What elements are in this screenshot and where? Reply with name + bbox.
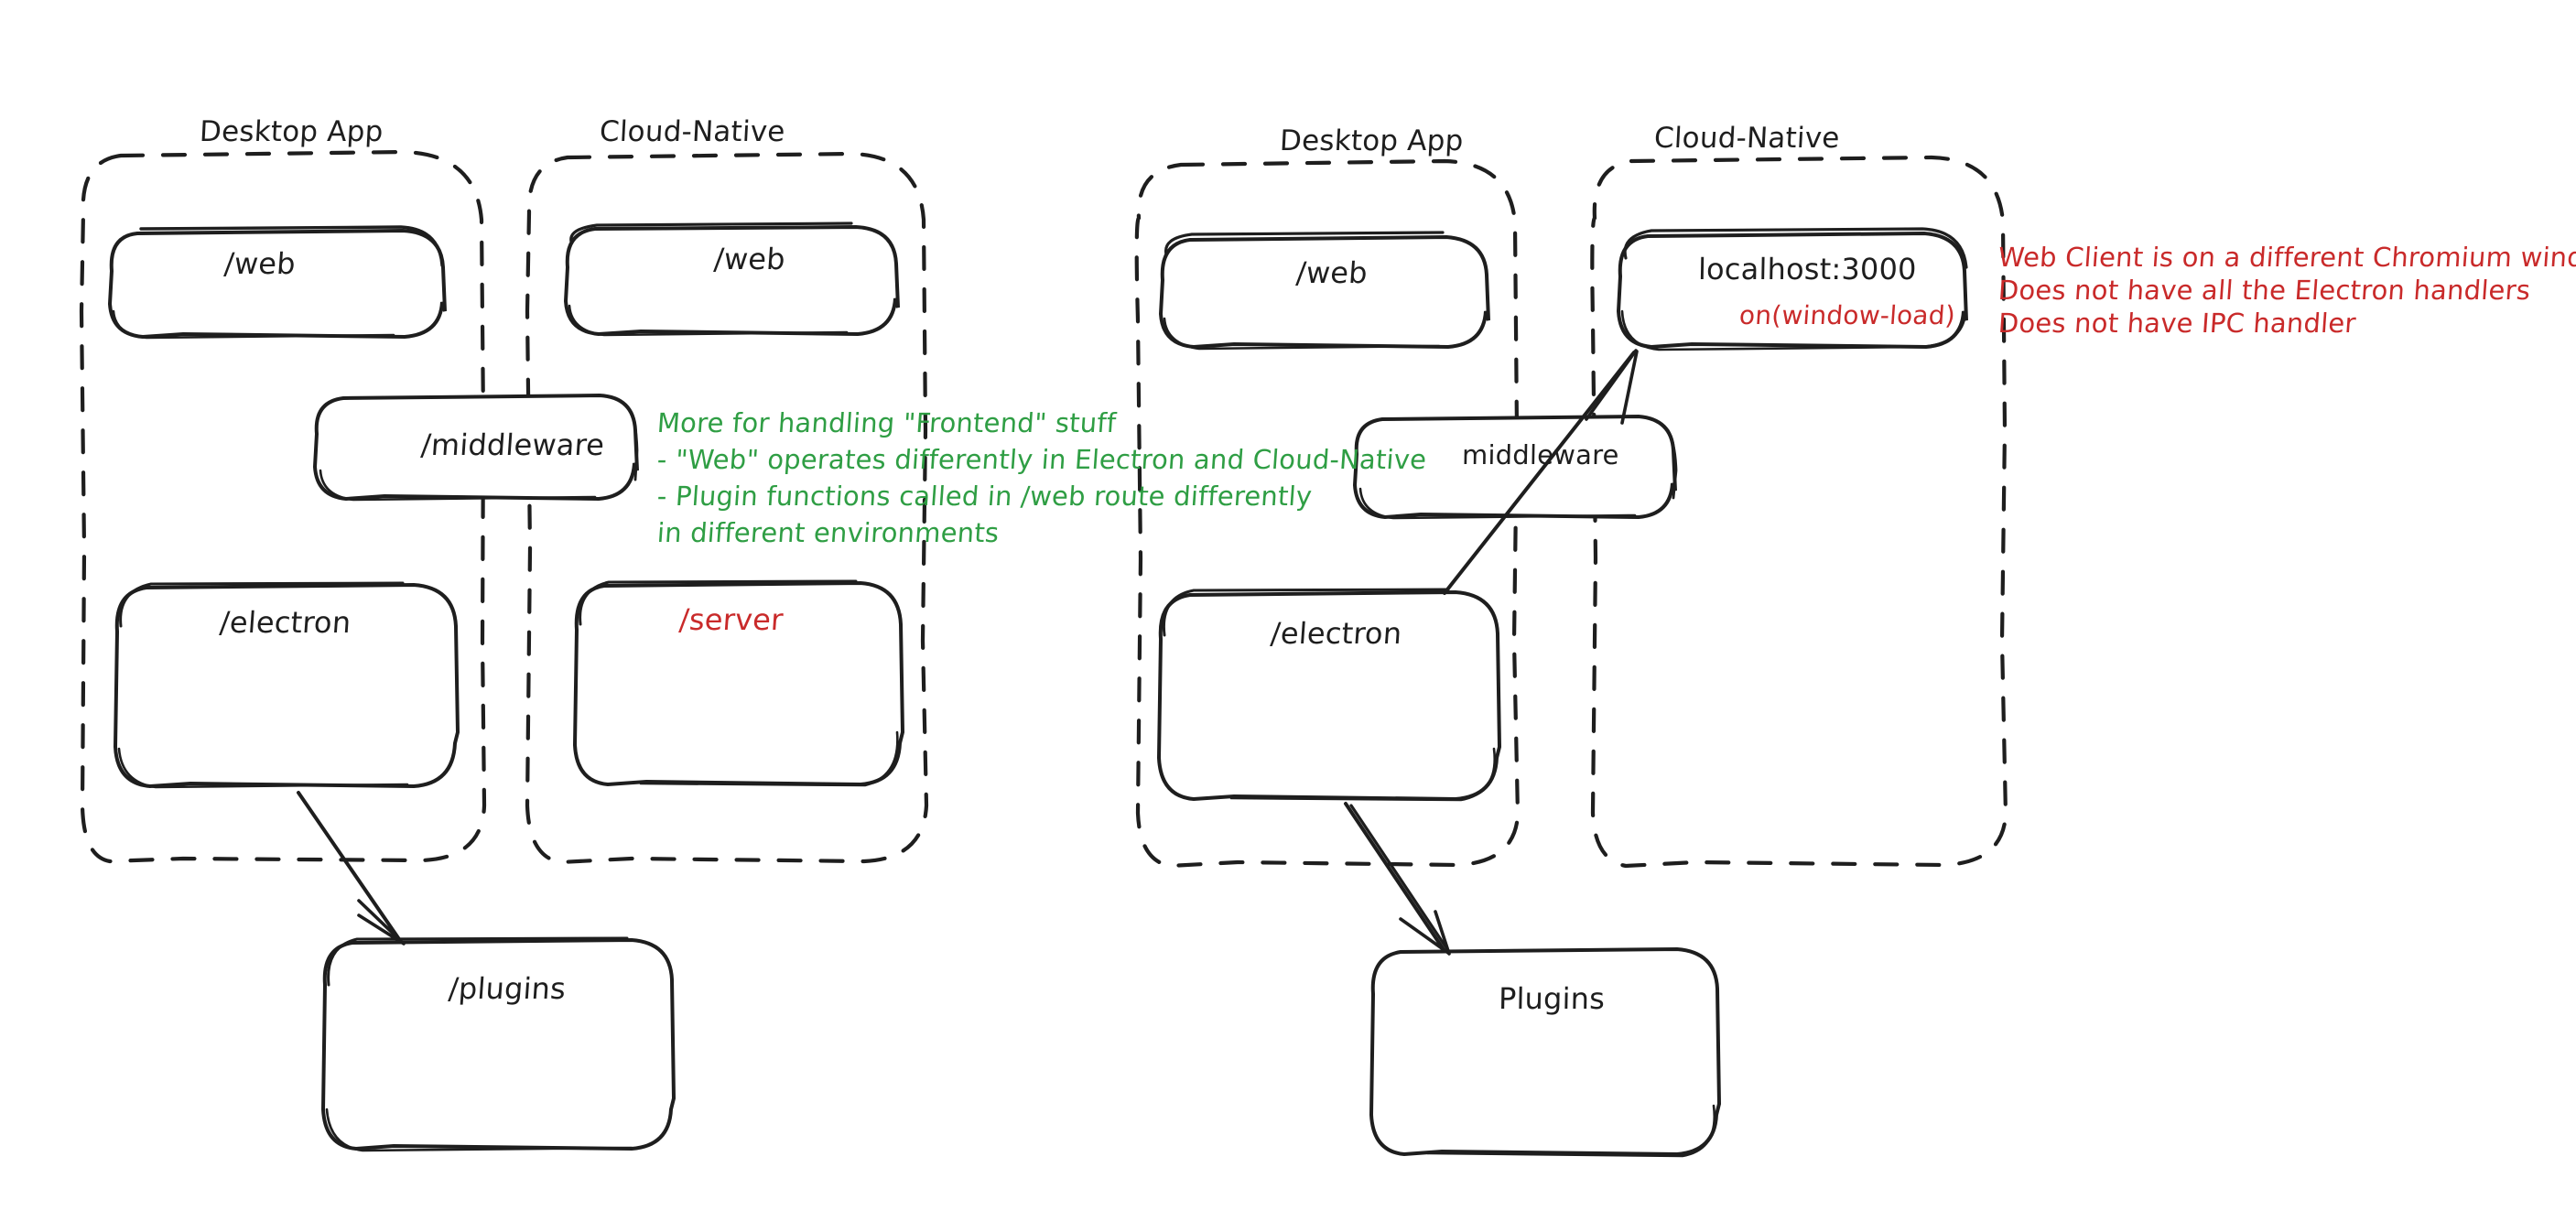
annotation-line-red-3: Does not have IPC handler (1997, 308, 2357, 339)
annotation-line-red-1: Web Client is on a different Chromium wi… (1997, 242, 2576, 273)
node-sublabel-right-cloud-localhost-onwindowload: on(window-load) (1737, 300, 1957, 330)
node-box-left-desktop-electron[interactable] (113, 581, 460, 789)
node-label-left-cloud-server: /server (677, 602, 785, 637)
node-box-right-middleware[interactable] (1352, 414, 1678, 520)
group-boundary-left-desktop (79, 149, 487, 864)
arrow-right-electron-to-localhost (1443, 349, 1639, 595)
node-label-left-cloud-web: /web (712, 242, 787, 276)
node-box-right-desktop-web[interactable] (1158, 231, 1490, 351)
node-box-left-cloud-server[interactable] (572, 579, 905, 787)
node-label-right-cloud-localhost: localhost:3000 (1697, 252, 1918, 286)
node-label-right-middleware: middleware (1461, 439, 1619, 470)
node-label-left-plugins: /plugins (447, 971, 568, 1006)
node-box-right-cloud-localhost[interactable] (1616, 227, 1968, 351)
node-label-left-desktop-web: /web (222, 246, 298, 281)
node-label-right-desktop-electron: /electron (1269, 616, 1403, 651)
annotation-line-red-2: Does not have all the Electron handlers (1997, 275, 2532, 306)
arrow-right-electron-to-plugins (1344, 802, 1451, 956)
group-boundary-right-desktop (1134, 158, 1521, 869)
arrow-left-electron-to-plugins (297, 791, 406, 946)
annotation-line-green-3: - Plugin functions called in /web route … (655, 481, 1314, 512)
node-box-left-middleware[interactable] (312, 393, 639, 502)
node-box-left-cloud-web[interactable] (563, 222, 900, 337)
node-label-right-desktop-web: /web (1294, 255, 1369, 290)
annotation-line-green-2: - "Web" operates differently in Electron… (655, 444, 1428, 475)
annotation-line-green-1: More for handling "Frontend" stuff (655, 407, 1118, 438)
group-boundary-right-cloud (1590, 155, 2008, 869)
node-box-left-plugins[interactable] (320, 936, 676, 1152)
node-box-right-plugins[interactable] (1369, 946, 1722, 1158)
group-title-right-cloud: Cloud-Native (1653, 122, 1841, 155)
group-title-left-cloud: Cloud-Native (599, 115, 786, 148)
group-title-right-desktop: Desktop App (1279, 124, 1465, 157)
group-boundary-left-cloud (525, 151, 929, 865)
node-box-right-desktop-electron[interactable] (1156, 588, 1502, 802)
group-title-left-desktop: Desktop App (199, 115, 384, 148)
node-label-right-plugins: Plugins (1498, 981, 1606, 1016)
node-label-left-desktop-electron: /electron (218, 605, 352, 640)
annotation-line-green-4: in different environments (655, 517, 1001, 548)
node-box-left-desktop-web[interactable] (107, 225, 447, 340)
node-label-left-middleware: /middleware (419, 427, 606, 462)
